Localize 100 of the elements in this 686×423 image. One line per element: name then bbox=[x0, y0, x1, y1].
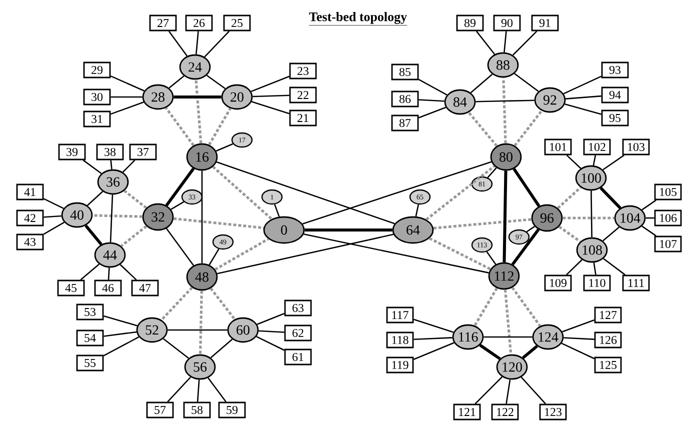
number-box: 26 bbox=[185, 14, 213, 32]
connector-line bbox=[201, 170, 203, 264]
connector-line bbox=[43, 198, 64, 209]
number-box: 85 bbox=[391, 64, 419, 80]
connector-line bbox=[433, 218, 532, 230]
connector-line bbox=[642, 200, 656, 210]
number-box: 21 bbox=[289, 110, 317, 126]
number-box: 41 bbox=[16, 184, 44, 200]
connector-line bbox=[590, 190, 592, 238]
connector-line bbox=[124, 190, 148, 209]
number-box: 25 bbox=[223, 14, 251, 32]
connector-line bbox=[557, 186, 582, 210]
number-box: 59 bbox=[218, 402, 246, 418]
number-box: 55 bbox=[76, 354, 104, 372]
connector-line bbox=[217, 234, 394, 274]
connector-line bbox=[502, 170, 508, 262]
connector-line bbox=[82, 160, 102, 174]
connector-line bbox=[561, 342, 595, 360]
number-box: 27 bbox=[149, 14, 177, 32]
connector-line bbox=[212, 166, 273, 220]
connector-line bbox=[522, 344, 538, 360]
connector-line bbox=[562, 319, 595, 332]
connector-line bbox=[256, 336, 285, 351]
number-box: 118 bbox=[386, 332, 414, 348]
number-box: 109 bbox=[544, 274, 572, 292]
connector-line bbox=[564, 103, 602, 115]
connector-line bbox=[196, 31, 199, 54]
number-box: 106 bbox=[654, 210, 682, 226]
number-box: 57 bbox=[146, 402, 174, 418]
number-box: 123 bbox=[539, 404, 567, 420]
number-box: 46 bbox=[94, 280, 122, 296]
connector-line bbox=[511, 228, 540, 266]
connector-line bbox=[512, 168, 540, 208]
connector-line bbox=[214, 238, 269, 271]
connector-line bbox=[506, 379, 511, 404]
connector-line bbox=[210, 338, 233, 358]
connector-line bbox=[413, 342, 454, 360]
number-box: 42 bbox=[16, 210, 44, 226]
connector-line bbox=[210, 288, 236, 320]
connector-line bbox=[304, 228, 392, 232]
connector-line bbox=[204, 30, 230, 58]
number-box: 38 bbox=[96, 144, 124, 160]
connector-line bbox=[208, 248, 220, 266]
connector-line bbox=[526, 226, 535, 232]
number-box: 45 bbox=[57, 280, 85, 296]
connector-line bbox=[476, 30, 496, 55]
number-box: 22 bbox=[289, 86, 317, 104]
connector-line bbox=[208, 377, 226, 402]
connector-line bbox=[418, 99, 444, 102]
connector-line bbox=[166, 228, 194, 266]
number-box: 105 bbox=[654, 184, 682, 200]
connector-line bbox=[256, 312, 285, 325]
connector-line bbox=[484, 336, 532, 338]
number-box: 95 bbox=[601, 110, 629, 126]
number-box: 102 bbox=[583, 138, 611, 156]
number-box: 94 bbox=[601, 86, 629, 104]
number-box: 23 bbox=[289, 62, 317, 80]
title: Test-bed topology bbox=[308, 12, 408, 26]
number-box: 43 bbox=[16, 234, 44, 250]
number-box: 86 bbox=[391, 90, 419, 108]
number-box: 62 bbox=[284, 324, 312, 342]
connector-line bbox=[504, 31, 507, 52]
connector-line bbox=[426, 165, 496, 221]
connector-line bbox=[167, 376, 192, 402]
number-box: 119 bbox=[386, 356, 414, 374]
connector-line bbox=[476, 100, 534, 102]
connector-line bbox=[562, 216, 614, 220]
connector-line bbox=[208, 108, 232, 146]
connector-line bbox=[428, 237, 491, 270]
connector-line bbox=[646, 217, 654, 219]
connector-line bbox=[250, 76, 290, 92]
number-box: 127 bbox=[594, 306, 622, 324]
connector-line bbox=[603, 258, 626, 276]
connector-line bbox=[474, 376, 503, 404]
connector-line bbox=[110, 160, 112, 170]
connector-line bbox=[110, 75, 144, 92]
connector-line bbox=[418, 78, 448, 96]
connector-line bbox=[566, 95, 602, 100]
connector-line bbox=[196, 380, 200, 402]
connector-line bbox=[120, 225, 148, 248]
connector-line bbox=[168, 329, 228, 331]
connector-line bbox=[110, 102, 144, 115]
connector-line bbox=[194, 80, 202, 144]
connector-line bbox=[44, 215, 62, 218]
connector-line bbox=[514, 110, 543, 146]
connector-line bbox=[173, 217, 264, 230]
number-box: 107 bbox=[654, 236, 682, 252]
connector-line bbox=[414, 337, 452, 340]
connector-line bbox=[108, 268, 110, 280]
number-box: 87 bbox=[391, 114, 419, 132]
connector-line bbox=[642, 226, 656, 236]
connector-line bbox=[103, 336, 140, 356]
connector-line bbox=[468, 112, 498, 147]
connector-line bbox=[566, 154, 582, 169]
number-box: 37 bbox=[129, 144, 157, 160]
connector-line bbox=[474, 288, 498, 326]
number-box: 91 bbox=[531, 14, 559, 32]
connector-line bbox=[216, 161, 395, 224]
connector-line bbox=[252, 94, 290, 98]
connector-line bbox=[511, 286, 542, 327]
